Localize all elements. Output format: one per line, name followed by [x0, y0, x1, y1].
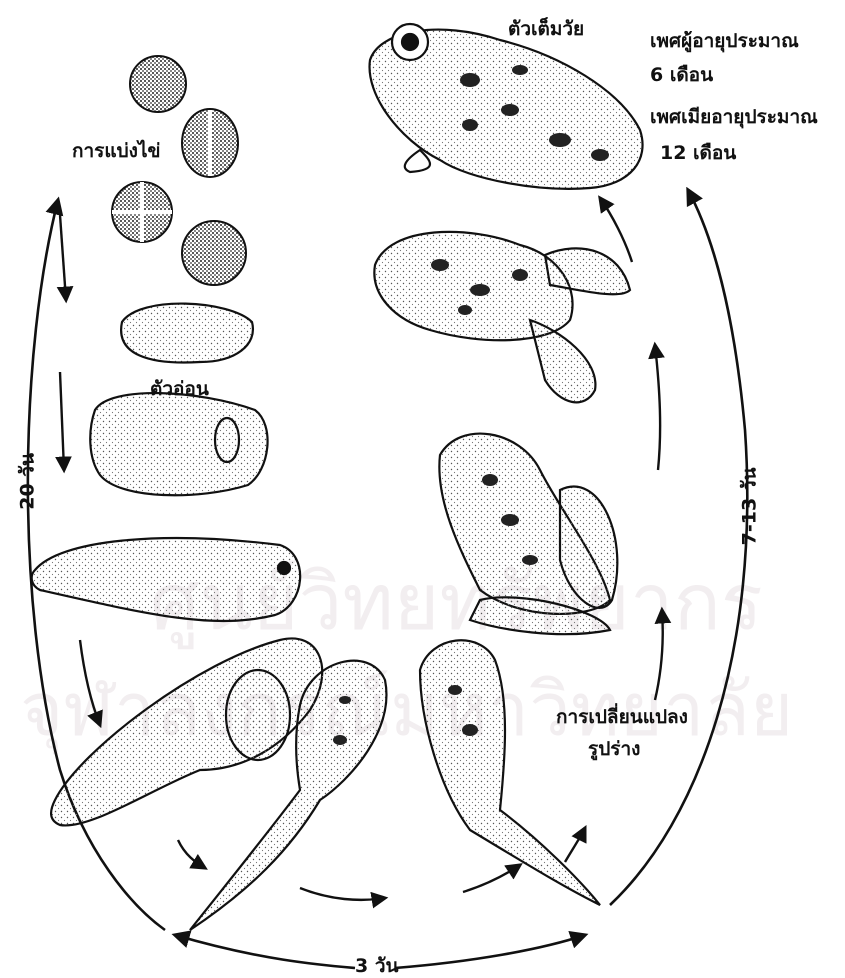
right-arc-arrow: [610, 190, 747, 905]
egg-division-stages: [112, 56, 246, 285]
label-female-age-1: เพศเมียอายุประมาณ: [650, 106, 818, 129]
tadpole-early: [32, 538, 300, 621]
label-duration-bottom: 3 วัน: [355, 955, 399, 978]
label-male-age-1: เพศผู้อายุประมาณ: [650, 30, 799, 53]
adult-frog-stages: [370, 24, 643, 402]
bottom-arc-arrow: [175, 935, 355, 968]
label-metamorphosis-1: การเปลี่ยนแปลง: [556, 706, 688, 729]
label-duration-right: 7-13 วัน: [739, 456, 762, 556]
egg-morula: [182, 221, 246, 285]
label-metamorphosis-2: รูปร่าง: [588, 738, 640, 761]
embryo-stages: [32, 304, 618, 930]
label-adult: ตัวเต็มวัย: [508, 18, 584, 41]
label-larva: ตัวอ่อน: [150, 378, 209, 401]
label-male-age-2: 6 เดือน: [650, 64, 713, 87]
egg-single-cell: [130, 56, 186, 112]
embryo-late: [90, 393, 267, 495]
label-egg-division: การแบ่งไข่: [72, 140, 161, 163]
label-female-age-2: 12 เดือน: [660, 142, 736, 165]
label-duration-left: 20 วัน: [17, 441, 40, 521]
bottom-arc-right: [395, 935, 585, 968]
froglet-two: [420, 640, 600, 905]
embryo-early: [121, 304, 253, 363]
